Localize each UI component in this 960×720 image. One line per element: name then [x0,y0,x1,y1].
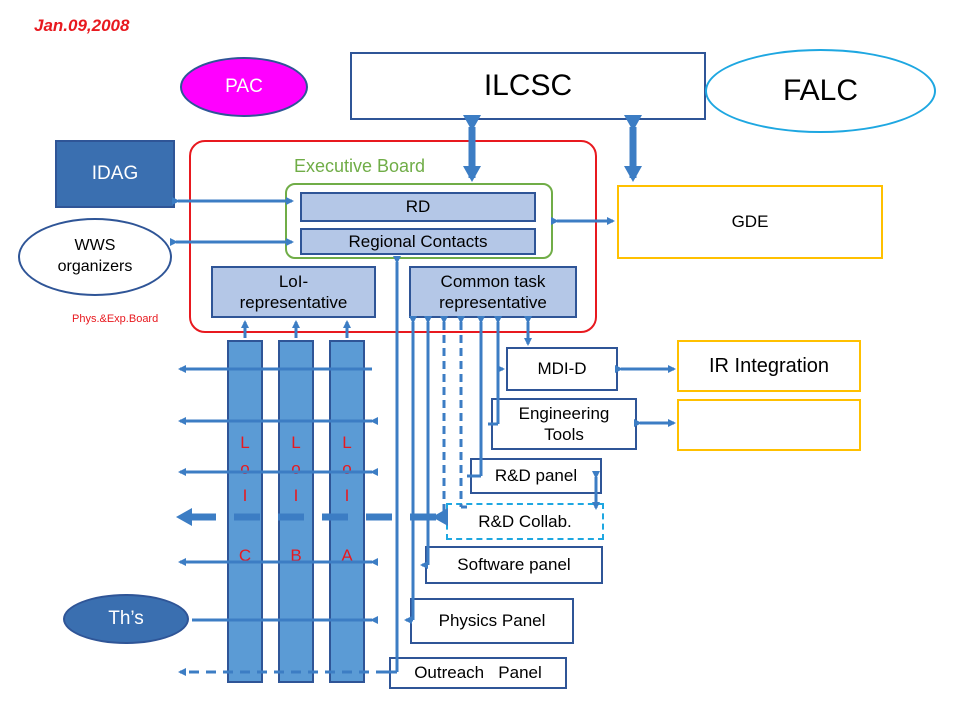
mdi-d-node: MDI-D [506,347,618,391]
rd-node: RD [300,192,536,222]
ths-node: Th’s [63,594,189,644]
loi-b-letter-1: L [291,433,301,452]
ir-integration-node: IR Integration [677,340,861,392]
rd-collab-label: R&D Collab. [478,511,572,531]
loi-representative-label: LoI- representative [239,271,348,312]
software-panel-label: Software panel [457,555,571,574]
software-panel-node: Software panel [425,546,603,584]
rd-label: RD [405,197,431,216]
wws-organizers-node: WWS organizers [18,218,172,296]
ir-integration-label: IR Integration [708,354,830,377]
falc-node: FALC [705,49,936,133]
ilcsc-label: ILCSC [483,69,573,102]
rd-collab-node: R&D Collab. [446,503,604,540]
outreach-panel-label: Outreach Panel [414,663,542,682]
executive-board-label: Executive Board [294,156,426,176]
wws-label: WWS organizers [57,237,133,275]
loi-b-letter-3: I [293,486,299,505]
physics-panel-label: Physics Panel [438,611,546,630]
engineering-tools-label: Engineering Tools [518,403,610,444]
loi-a-letter-5: A [341,546,353,565]
gde-label: GDE [731,212,769,231]
date-label: Jan.09,2008 [34,16,130,35]
empty-orange-box [677,399,861,451]
loi-c-letter-1: L [240,433,250,452]
common-task-label: Common task representative [439,271,547,312]
idag-label: IDAG [91,163,139,184]
rd-panel-node: R&D panel [470,458,602,494]
loi-b-letter-5: B [290,546,302,565]
engineering-tools-node: Engineering Tools [491,398,637,450]
ths-label: Th’s [108,608,144,629]
mdi-d-label: MDI-D [537,359,587,378]
gde-node: GDE [617,185,883,259]
phys-exp-board-label: Phys.&Exp.Board [72,313,159,325]
loi-a-letter-1: L [342,433,352,452]
phys-exp-board-container [189,140,597,333]
falc-label: FALC [782,74,859,107]
loi-a-letter-3: I [344,486,350,505]
pac-node: PAC [180,57,308,117]
rd-panel-label: R&D panel [494,466,578,485]
idag-node: IDAG [55,140,175,208]
regional-contacts-node: Regional Contacts [300,228,536,255]
loi-c-letter-3: I [242,486,248,505]
common-task-representative-node: Common task representative [409,266,577,318]
regional-contacts-label: Regional Contacts [348,231,488,251]
pac-label: PAC [225,76,263,97]
loi-representative-node: LoI- representative [211,266,376,318]
